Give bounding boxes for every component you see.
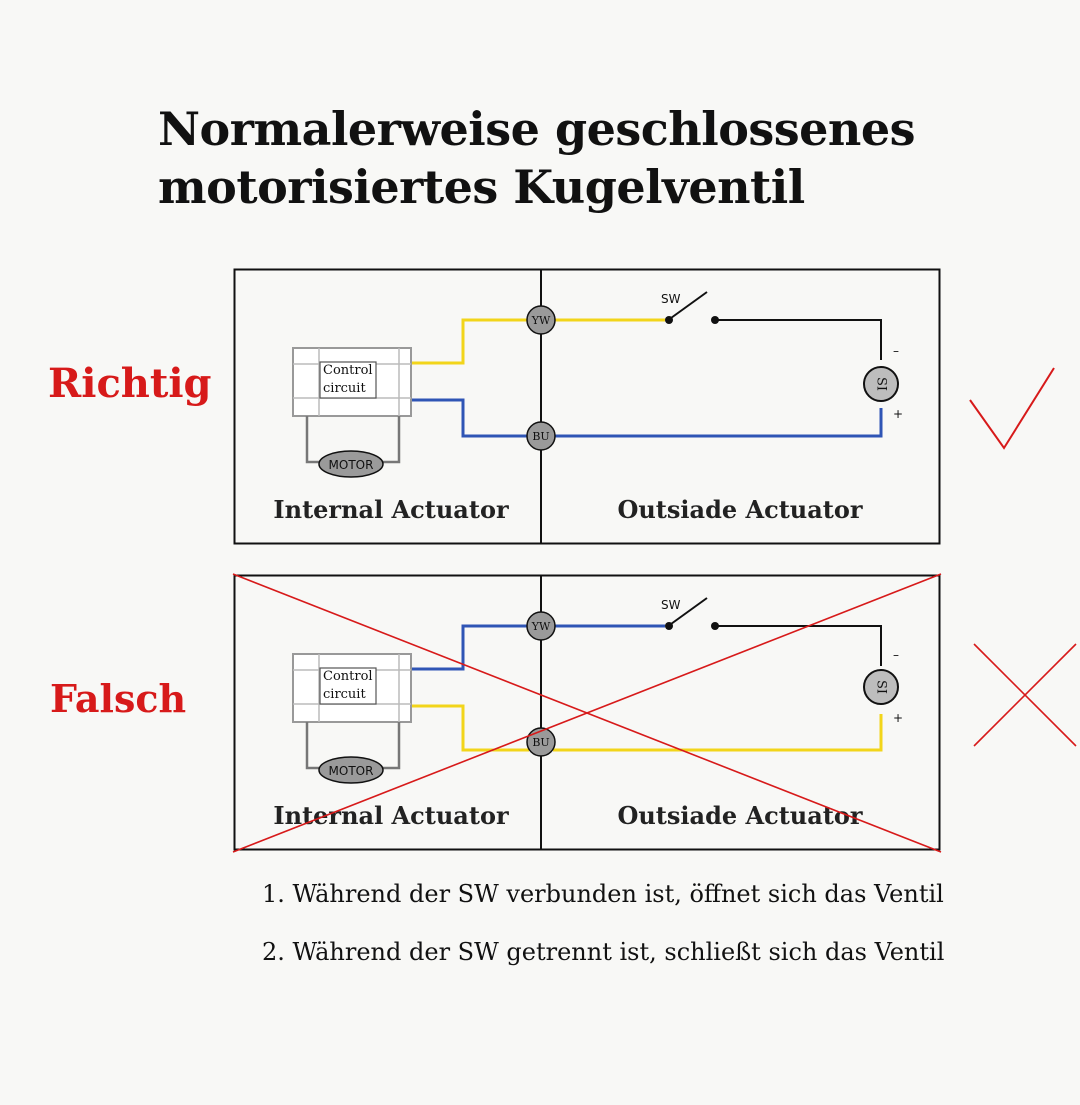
outside-actuator-label: Outsiade Actuator	[617, 495, 862, 524]
note-item: 1. Während der SW verbunden ist, öffnet …	[262, 880, 944, 908]
correct-label: Richtig	[48, 360, 212, 407]
outside-actuator-label: Outsiade Actuator	[617, 801, 862, 830]
title-line-1: Normalerweise geschlossenes	[158, 102, 916, 156]
terminal-bu-label: BU	[532, 430, 549, 443]
motor-icon	[318, 450, 384, 478]
black-wire	[717, 319, 882, 360]
circuit-label: circuit	[323, 381, 366, 396]
terminal-yw	[526, 611, 556, 641]
diagram-frame	[233, 574, 941, 851]
blue-wire	[411, 398, 529, 438]
yellow-wire	[411, 704, 529, 752]
source-label: SI	[874, 377, 889, 391]
cross-out-line-2	[232, 573, 942, 853]
source-label: SI	[874, 680, 889, 694]
terminal-yw-label: YW	[531, 620, 551, 633]
diagram-correct: SW SI – + YW BU Control circuit MOTOR In…	[233, 268, 941, 546]
x-mark-icon	[973, 643, 1077, 747]
blue-wire-outside	[553, 408, 883, 438]
switch-icon	[670, 291, 708, 319]
circuit-label: circuit	[323, 687, 366, 702]
internal-actuator-label: Internal Actuator	[273, 801, 509, 830]
source-icon	[863, 366, 899, 402]
source-icon	[863, 669, 899, 705]
switch-contact-right	[711, 316, 719, 324]
black-wire	[717, 625, 882, 666]
page-title: Normalerweise geschlossenes motorisierte…	[158, 100, 916, 216]
switch-contact-right	[711, 622, 719, 630]
diagram-wrong: SW SI – + YW BU Control circuit MOTOR In…	[232, 573, 942, 853]
check-mark-icon	[969, 367, 1055, 450]
switch-label: SW	[661, 292, 681, 306]
terminal-bu	[526, 727, 556, 757]
minus-sign: –	[893, 344, 899, 358]
plus-sign: +	[893, 407, 903, 421]
actuator-body	[292, 347, 412, 417]
control-label: Control	[323, 669, 373, 684]
switch-icon	[670, 597, 708, 625]
motor-icon	[318, 756, 384, 784]
plus-sign: +	[893, 711, 903, 725]
note-item: 2. Während der SW getrennt ist, schließt…	[262, 938, 945, 966]
yellow-wire-outside	[553, 714, 883, 752]
yellow-wire	[411, 318, 529, 365]
switch-label: SW	[661, 598, 681, 612]
actuator-body	[292, 653, 412, 723]
title-line-2: motorisiertes Kugelventil	[158, 160, 805, 214]
blue-wire	[411, 624, 529, 671]
notes-list: 1. Während der SW verbunden ist, öffnet …	[262, 874, 944, 990]
internal-actuator-label: Internal Actuator	[273, 495, 509, 524]
minus-sign: –	[893, 648, 899, 662]
terminal-bu-label: BU	[532, 736, 549, 749]
wrong-label: Falsch	[50, 676, 187, 721]
control-label: Control	[323, 363, 373, 378]
motor-label: MOTOR	[329, 458, 374, 472]
terminal-bu	[526, 421, 556, 451]
motor-label: MOTOR	[329, 764, 374, 778]
terminal-yw-label: YW	[531, 314, 551, 327]
terminal-yw	[526, 305, 556, 335]
diagram-frame	[233, 268, 941, 545]
